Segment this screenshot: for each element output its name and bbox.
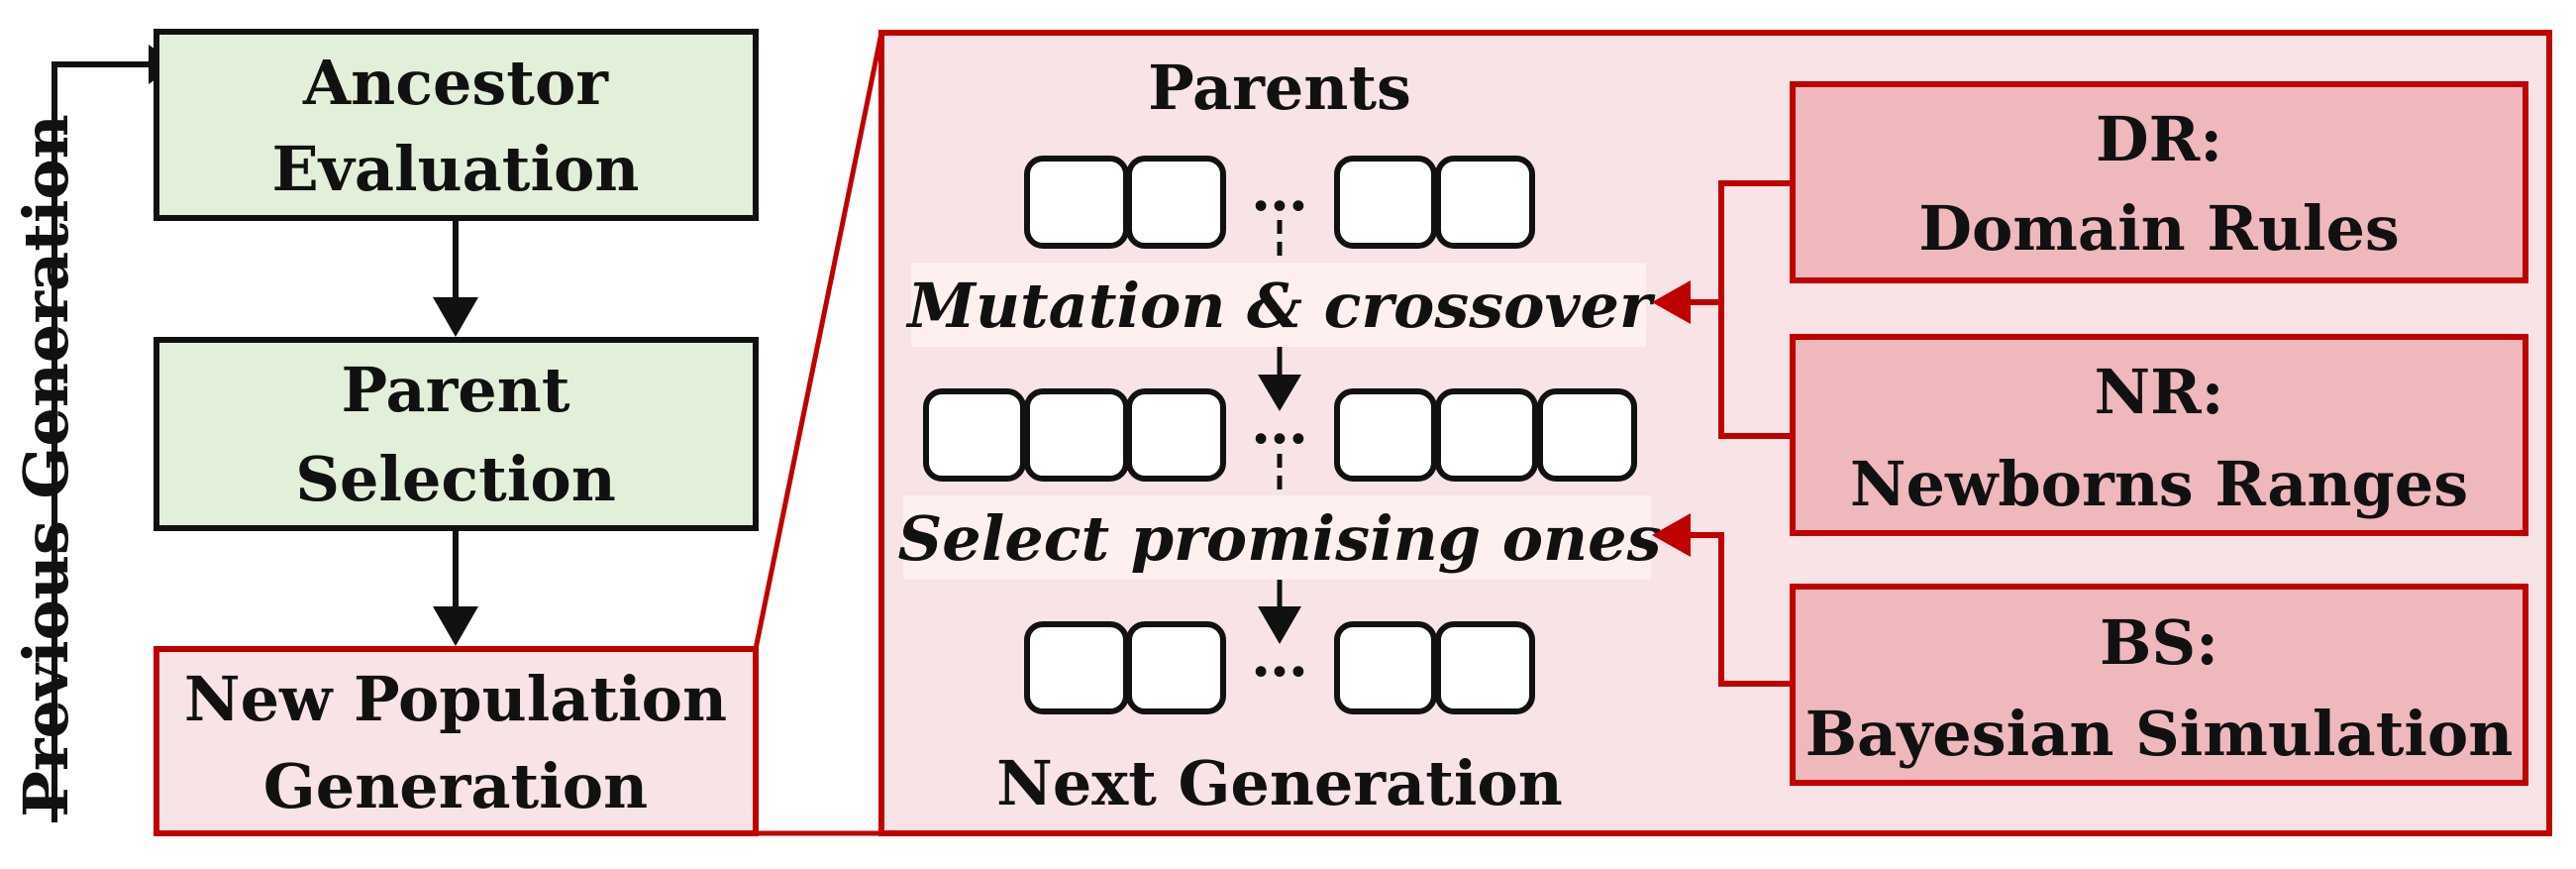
parent-chromosome [1334,156,1437,249]
next-generation-chromosome [1334,621,1437,714]
mutation-input-arrowhead [1652,280,1691,324]
newborns-ranges-box [1790,334,2528,536]
bs-abbrev: BS: [2100,606,2218,679]
offspring-row [923,388,1637,482]
parent-chromosome [1126,156,1226,249]
offspring-chromosome [1537,388,1637,482]
dr-nr-bracket [1718,180,1793,439]
flow-arrowhead-2 [433,606,478,646]
offspring-ellipsis: … [1251,389,1308,457]
new-population-line2: Generation [263,750,648,822]
next-generation-ellipsis: … [1251,622,1308,690]
offspring-chromosome [1126,388,1226,482]
feedback-line [52,61,149,822]
bs-connector [1689,532,1793,687]
rule-connectors [1689,180,1793,687]
rule-dr: DR: Domain Rules [1790,81,2528,283]
parents-row [1024,156,1535,249]
parent-chromosome [1435,156,1535,249]
offspring-chromosome [923,388,1026,482]
parents-ellipsis: … [1251,157,1308,224]
offspring-chromosome [1435,388,1538,482]
previous-generation-loop: Previous Generation [10,45,176,822]
parents-label: Parents [1148,52,1411,124]
new-population-line1: New Population [184,663,727,735]
parent-chromosome [1024,156,1129,249]
mutation-crossover-label: Mutation & crossover [905,270,1656,342]
select-promising-label: Select promising ones [898,502,1662,575]
bs-title: Bayesian Simulation [1805,698,2514,770]
select-label-bg [903,495,1651,580]
rule-nr: NR: Newborns Ranges [1790,334,2528,536]
domain-rules-box [1790,81,2528,283]
flow-parent-selection: Parent Selection [154,337,759,531]
parent-selection-box [154,337,759,531]
mutation-arrowhead [1258,375,1301,411]
previous-generation-label: Previous Generation [10,114,82,817]
ancestor-evaluation-line1: Ancestor [302,47,609,119]
flow-ancestor-evaluation: Ancestor Evaluation [154,29,759,221]
offspring-chromosome [1334,388,1437,482]
next-generation-label: Next Generation [996,747,1563,819]
nr-abbrev: NR: [2094,356,2223,428]
ancestor-evaluation-box [154,29,759,221]
new-population-box [154,646,759,836]
dr-title: Domain Rules [1918,192,2400,265]
rule-bs: BS: Bayesian Simulation [1790,584,2528,786]
flow-new-population-generation: New Population Generation [154,646,759,836]
dr-abbrev: DR: [2096,103,2222,175]
next-generation-chromosome [1126,621,1226,714]
next-generation-row [1024,621,1535,714]
ancestor-evaluation-line2: Evaluation [272,133,640,205]
flow-arrowhead-1 [433,297,478,337]
offspring-chromosome [1024,388,1129,482]
mutation-label-bg [911,263,1646,347]
parent-selection-line1: Parent [342,354,570,426]
zoom-line-top [753,32,884,650]
nr-title: Newborns Ranges [1850,448,2468,520]
next-generation-chromosome [1024,621,1129,714]
select-arrowhead [1258,606,1301,644]
select-input-arrowhead [1652,513,1691,557]
next-generation-chromosome [1435,621,1535,714]
parent-selection-line2: Selection [295,443,616,515]
